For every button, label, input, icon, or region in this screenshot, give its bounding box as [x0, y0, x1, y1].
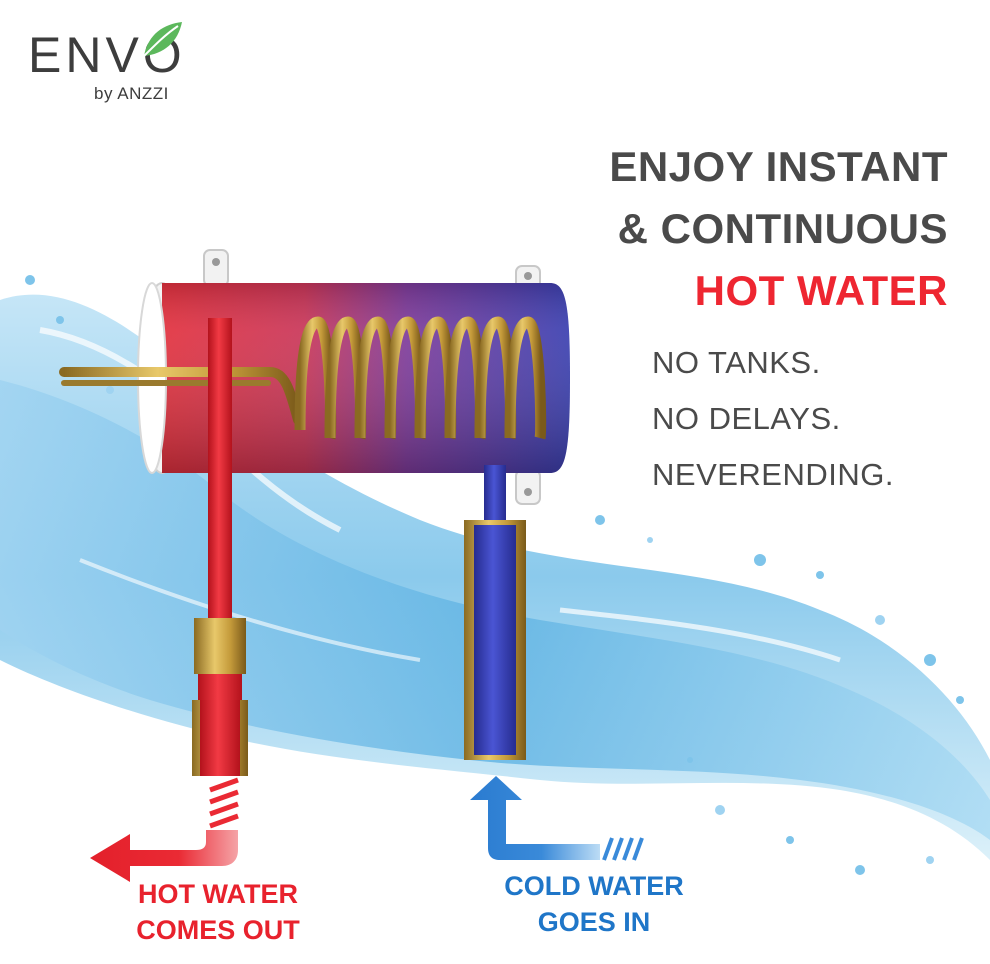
mounting-bracket-left [203, 249, 229, 287]
mounting-bracket-bottom [515, 469, 541, 505]
cold-water-arrow-icon [470, 776, 644, 861]
brand-subtitle: by ANZZI [94, 84, 169, 103]
hot-water-arrow-icon [90, 830, 238, 882]
feature-item: NEVERENDING. [652, 457, 894, 492]
brand-logo: ENVO by ANZZI [28, 20, 198, 110]
cold-water-label-line-2: GOES IN [537, 907, 651, 937]
hot-water-label-line-2: COMES OUT [136, 915, 300, 945]
feature-item: NO TANKS. [652, 345, 821, 380]
cold-water-label: COLD WATER GOES IN [494, 868, 694, 940]
headline: ENJOY INSTANT & CONTINUOUS HOT WATER [609, 136, 948, 322]
feature-item: NO DELAYS. [652, 401, 841, 436]
headline-line-3: HOT WATER [694, 267, 948, 314]
headline-line-2: & CONTINUOUS [617, 205, 948, 252]
cold-water-label-line-1: COLD WATER [504, 871, 684, 901]
hot-water-label: HOT WATER COMES OUT [128, 876, 308, 948]
cold-water-pipe [464, 465, 526, 760]
feature-list: NO TANKS. NO DELAYS. NEVERENDING. [652, 335, 894, 503]
hot-water-pipe [192, 318, 248, 829]
hot-water-label-line-1: HOT WATER [138, 879, 298, 909]
leaf-icon [143, 22, 182, 57]
headline-line-1: ENJOY INSTANT [609, 143, 948, 190]
heating-coil [59, 316, 547, 440]
